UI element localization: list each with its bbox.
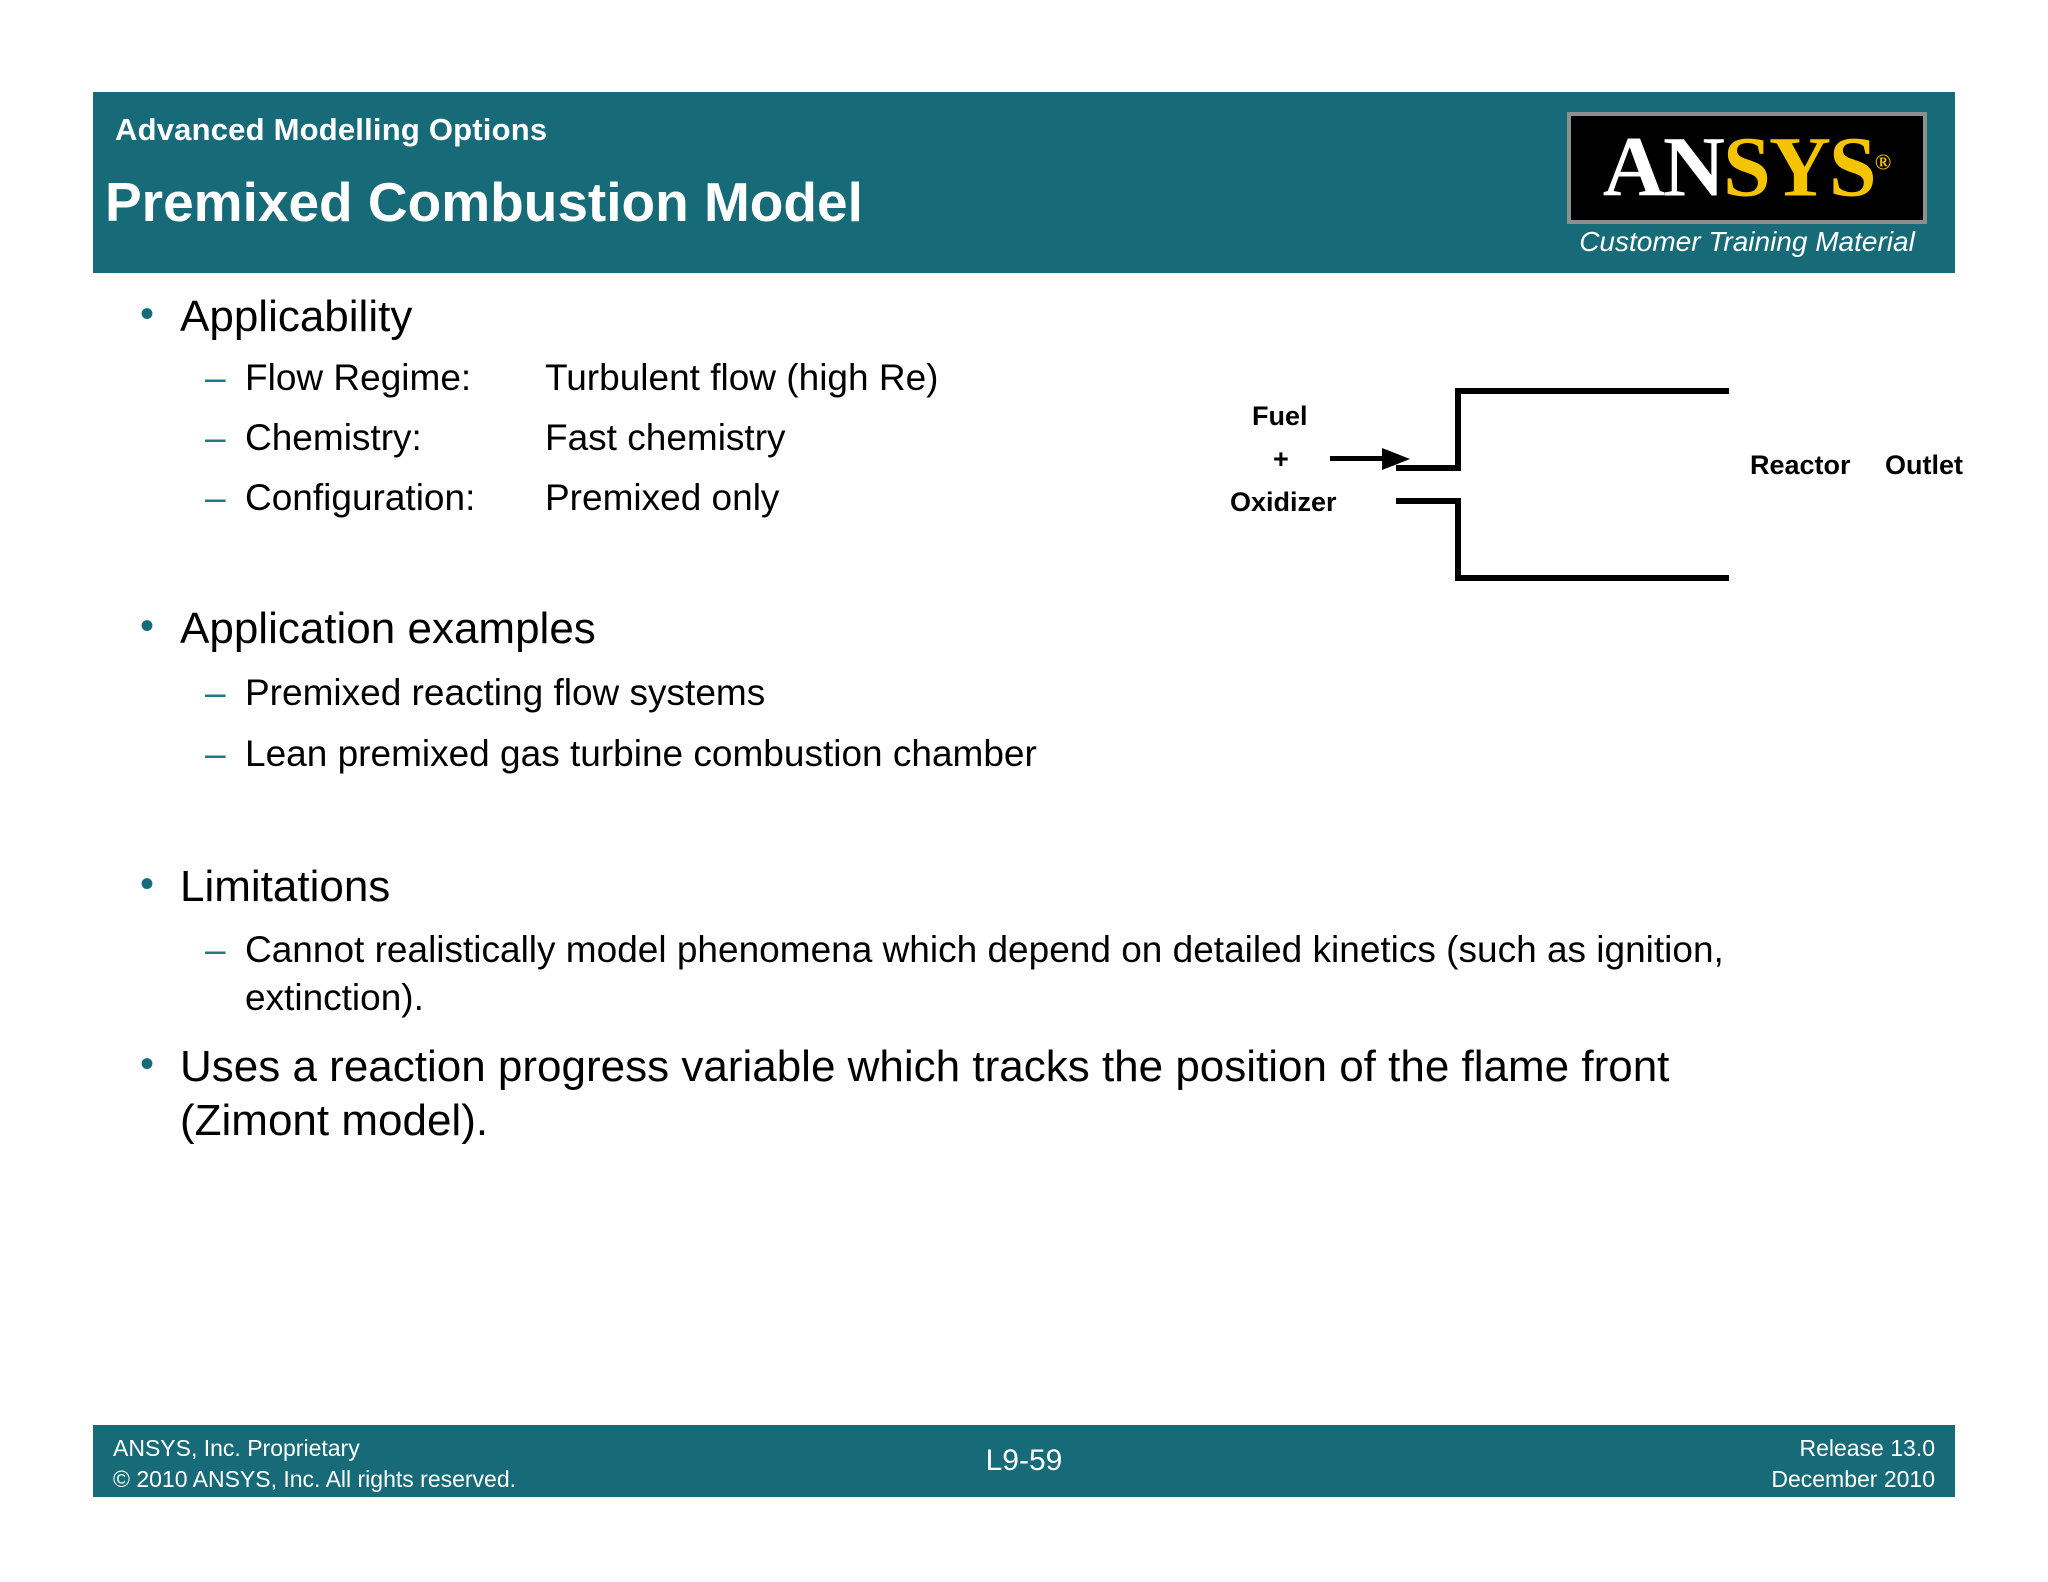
ansys-logo: ANSYS® Customer Training Material [1567,112,1935,264]
subitem-flow-regime-value: Turbulent flow (high Re) [545,357,939,398]
ansys-logo-box: ANSYS® [1567,112,1927,224]
diagram-label-reactor: Reactor [1750,450,1851,480]
reactor-upper-step-wall [1455,388,1461,471]
subitem-chemistry-value: Fast chemistry [545,417,786,458]
ansys-logo-text: ANSYS® [1571,123,1923,209]
reactor-upper-inlet-wall [1396,465,1460,471]
diagram-label-fuel: Fuel [1252,401,1308,431]
bullet-progress-variable-text: Uses a reaction progress variable which … [180,1042,1670,1145]
footer-proprietary: ANSYS, Inc. Proprietary [113,1435,360,1461]
dash-marker: – [205,929,226,970]
bullet-limitations: • Limitations [140,860,390,914]
subitem-configuration-label: Configuration: [245,477,476,518]
bullet-application-examples: • Application examples [140,602,596,656]
slide-footer: ANSYS, Inc. Proprietary © 2010 ANSYS, In… [93,1425,1955,1497]
subitem-kinetics-limitation: – Cannot realistically model phenomena w… [205,926,1785,1022]
reactor-lower-inlet-wall [1396,498,1460,504]
subitem-chemistry-label: Chemistry: [245,417,422,458]
bullet-marker: • [140,1042,155,1086]
subitem-configuration-value: Premixed only [545,477,780,518]
inlet-arrow-head-icon [1382,448,1410,470]
ansys-logo-sys: SYS [1723,118,1877,215]
diagram-label-outlet: Outlet [1885,450,1963,480]
diagram-label-oxidizer: Oxidizer [1230,487,1337,517]
subitem-chemistry: – Chemistry: Fast chemistry [205,414,786,462]
subitem-lean-premixed-text: Lean premixed gas turbine combustion cha… [245,733,1037,774]
bullet-progress-variable: • Uses a reaction progress variable whic… [140,1040,1820,1147]
reactor-diagram: Fuel + Oxidizer Reactor Outlet [1230,340,1963,620]
subitem-configuration: – Configuration: Premixed only [205,474,779,522]
subitem-flow-regime-label: Flow Regime: [245,357,472,398]
bullet-limitations-label: Limitations [180,862,391,911]
bullet-applicability-label: Applicability [180,292,413,341]
subitem-lean-premixed: – Lean premixed gas turbine combustion c… [205,730,1037,778]
footer-proprietary-block: ANSYS, Inc. Proprietary © 2010 ANSYS, In… [113,1433,516,1495]
diagram-label-plus: + [1273,444,1289,474]
bullet-marker: • [140,862,155,906]
reactor-top-wall [1455,388,1729,394]
reactor-bottom-wall [1455,575,1729,581]
dash-marker: – [205,672,226,713]
inlet-arrow-shaft [1330,456,1385,461]
footer-date: December 2010 [1771,1466,1935,1493]
footer-release-block: Release 13.0 December 2010 [1771,1433,1935,1495]
bullet-marker: • [140,292,155,336]
subitem-premixed-reacting: – Premixed reacting flow systems [205,669,765,717]
reactor-lower-step-wall [1455,498,1461,581]
slide-header: Advanced Modelling Options Premixed Comb… [93,92,1955,273]
footer-copyright: © 2010 ANSYS, Inc. All rights reserved. [113,1466,517,1493]
dash-marker: – [205,357,226,398]
subitem-flow-regime: – Flow Regime: Turbulent flow (high Re) [205,354,938,402]
ansys-logo-an: AN [1602,118,1725,215]
page-title: Premixed Combustion Model [105,171,863,233]
footer-release: Release 13.0 [1799,1435,1935,1461]
bullet-marker: • [140,604,155,648]
header-eyebrow: Advanced Modelling Options [115,112,548,147]
registered-trademark-icon: ® [1874,149,1892,175]
subitem-kinetics-limitation-text: Cannot realistically model phenomena whi… [245,929,1724,1019]
bullet-application-examples-label: Application examples [180,604,596,653]
logo-caption: Customer Training Material [1579,226,1915,257]
dash-marker: – [205,477,226,518]
dash-marker: – [205,733,226,774]
dash-marker: – [205,417,226,458]
subitem-premixed-reacting-text: Premixed reacting flow systems [245,672,766,713]
bullet-applicability: • Applicability [140,290,412,344]
footer-page-number: L9-59 [985,1444,1063,1477]
